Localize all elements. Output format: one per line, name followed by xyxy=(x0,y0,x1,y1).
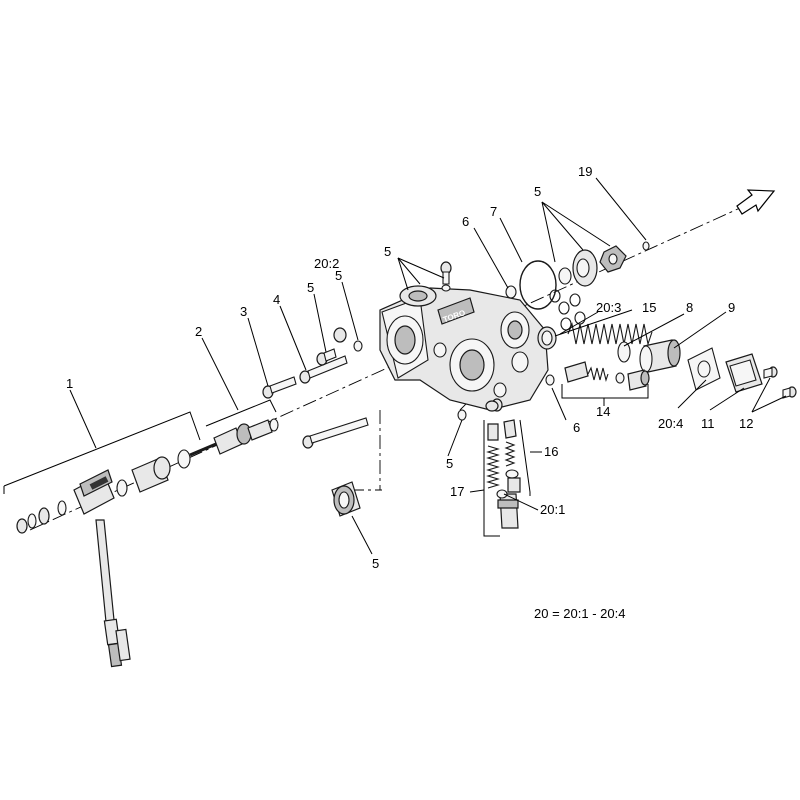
callout-6-lower: 6 xyxy=(573,420,580,435)
part-3-bolt xyxy=(262,376,297,399)
leader-lines xyxy=(3,177,787,555)
part-1-solenoid-coil xyxy=(16,449,191,668)
part-5-plug-bottom xyxy=(331,481,361,517)
callout-20-1: 20:1 xyxy=(540,502,565,517)
callout-5-bottom: 5 xyxy=(372,556,379,571)
part-5-plug-left xyxy=(316,327,363,366)
part-20-4-gasket xyxy=(687,347,721,391)
callout-5-under-20-2: 5 xyxy=(335,268,342,283)
callout-16: 16 xyxy=(544,444,558,459)
callout-8: 8 xyxy=(686,300,693,315)
callout-4: 4 xyxy=(273,292,280,307)
part-17-check-valve xyxy=(485,400,519,529)
part-7-o-ring xyxy=(519,260,557,310)
part-9-sleeve xyxy=(639,339,681,373)
callout-12: 12 xyxy=(739,416,753,431)
callout-20-2: 20:2 xyxy=(314,256,339,271)
part-14-relief-valve xyxy=(545,361,650,391)
callout-5-lower: 5 xyxy=(446,456,453,471)
part-4-bolt xyxy=(299,355,348,384)
callout-7: 7 xyxy=(490,204,497,219)
callout-14: 14 xyxy=(596,404,610,419)
legend-note: 20 = 20:1 - 20:4 xyxy=(534,606,625,621)
callout-labels: 1 2 3 4 5 20:2 5 5 6 7 5 19 20:3 15 8 9 … xyxy=(66,164,753,571)
part-11-end-cover xyxy=(725,353,763,393)
callout-9: 9 xyxy=(728,300,735,315)
callout-20-4: 20:4 xyxy=(658,416,683,431)
callout-15: 15 xyxy=(642,300,656,315)
callout-1: 1 xyxy=(66,376,73,391)
direction-arrow-icon xyxy=(736,189,776,215)
part-16-check-valve xyxy=(496,419,521,499)
part-15-bushing xyxy=(537,326,557,350)
lower-long-bolt xyxy=(302,417,369,449)
callout-17: 17 xyxy=(450,484,464,499)
callout-11: 11 xyxy=(701,416,715,431)
callout-5-plug: 5 xyxy=(307,280,314,295)
part-2-cartridge-valve xyxy=(189,418,279,457)
rotor-assembly xyxy=(558,241,650,287)
part-12-screws xyxy=(763,366,797,399)
callout-5-top: 5 xyxy=(384,244,391,259)
bracket-16-17 xyxy=(483,419,531,537)
callout-2: 2 xyxy=(195,324,202,339)
callout-20-3: 20:3 xyxy=(596,300,621,315)
callout-3: 3 xyxy=(240,304,247,319)
callout-6-top: 6 xyxy=(462,214,469,229)
callout-5-rotor: 5 xyxy=(534,184,541,199)
part-8-spring xyxy=(567,322,653,363)
part-6-plug-top xyxy=(505,285,517,299)
callout-19: 19 xyxy=(578,164,592,179)
valve-body-housing: TORO xyxy=(379,261,549,421)
